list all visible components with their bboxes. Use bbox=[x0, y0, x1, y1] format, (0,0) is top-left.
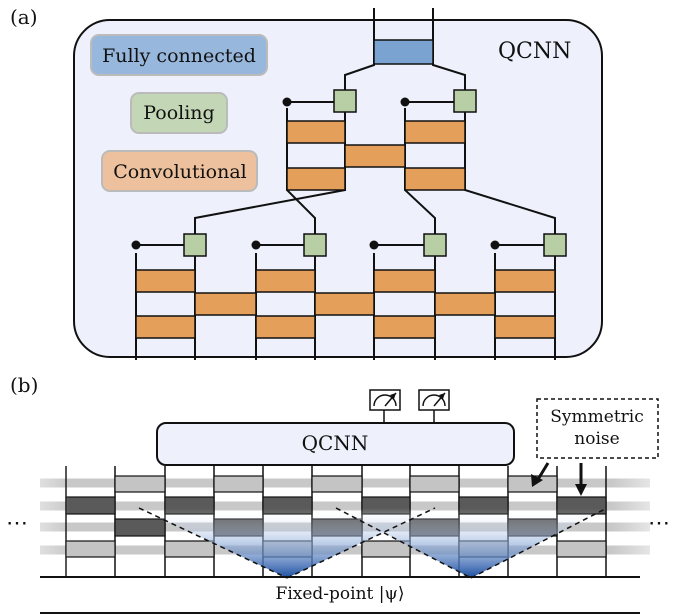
chain-gates-light bbox=[65, 475, 607, 558]
conv-gate bbox=[194, 292, 257, 316]
ellipsis-left: ⋯ bbox=[6, 511, 28, 536]
ellipsis-right: ⋯ bbox=[648, 511, 670, 536]
pooling-gate bbox=[453, 89, 477, 113]
panel-b-label: (b) bbox=[10, 373, 38, 397]
legend-convolutional-swatch bbox=[101, 150, 258, 192]
legend-pooling-label: Pooling bbox=[143, 102, 214, 124]
conv-gate bbox=[255, 315, 316, 339]
symmetric-noise-label-line2: noise bbox=[574, 429, 619, 449]
measurement-meter-icon bbox=[418, 389, 450, 423]
arrow-down-icon bbox=[575, 484, 587, 496]
legend-fully-connected-label: Fully connected bbox=[102, 45, 256, 67]
conv-gate bbox=[135, 269, 196, 293]
conv-gate bbox=[373, 269, 436, 293]
symmetric-noise-label-line1: Symmetric bbox=[550, 407, 643, 427]
conv-gate bbox=[404, 120, 466, 144]
conv-gate bbox=[434, 292, 496, 316]
fully-connected-gate bbox=[373, 39, 434, 65]
qcnn-block bbox=[156, 422, 515, 466]
panel-a-label: (a) bbox=[10, 5, 38, 29]
conv-gate bbox=[373, 315, 436, 339]
noise-arrows bbox=[531, 462, 587, 496]
light-cone-left bbox=[139, 508, 435, 578]
conv-gate bbox=[135, 315, 196, 339]
pooling-gate bbox=[303, 233, 327, 257]
conv-gate bbox=[404, 167, 466, 191]
conv-gates-bottom bbox=[135, 269, 556, 339]
light-cone-right bbox=[336, 508, 607, 578]
legend-pooling-swatch bbox=[130, 92, 228, 134]
light-cone-edges bbox=[138, 507, 608, 579]
legend: Fully connected Pooling Convolutional bbox=[90, 34, 268, 192]
conv-gates-mid bbox=[286, 120, 466, 191]
conv-gate bbox=[286, 120, 346, 144]
conv-gate bbox=[344, 144, 406, 168]
pooling-gate bbox=[183, 233, 207, 257]
pooling-gate bbox=[423, 233, 447, 257]
legend-convolutional-label: Convolutional bbox=[113, 161, 247, 183]
fixed-point-label: Fixed-point |ψ⟩ bbox=[276, 584, 405, 604]
pooling-gate bbox=[333, 89, 357, 113]
right-fade bbox=[612, 466, 683, 576]
symmetric-noise-box bbox=[536, 398, 659, 459]
qcnn-block-label: QCNN bbox=[302, 431, 369, 455]
legend-fully-connected-swatch bbox=[90, 34, 268, 76]
conv-gate bbox=[255, 269, 316, 293]
control-dots bbox=[131, 97, 500, 250]
measurement-meter-icon bbox=[369, 389, 401, 423]
pooling-gates bbox=[183, 89, 567, 257]
conv-gate bbox=[286, 167, 346, 191]
arrow-down-left-icon bbox=[531, 474, 543, 487]
conv-gate bbox=[494, 315, 556, 339]
conv-gate bbox=[314, 292, 375, 316]
pooling-gate bbox=[543, 233, 567, 257]
qcnn-title: QCNN bbox=[498, 39, 571, 64]
left-fade bbox=[0, 466, 70, 576]
conv-gate bbox=[494, 269, 556, 293]
